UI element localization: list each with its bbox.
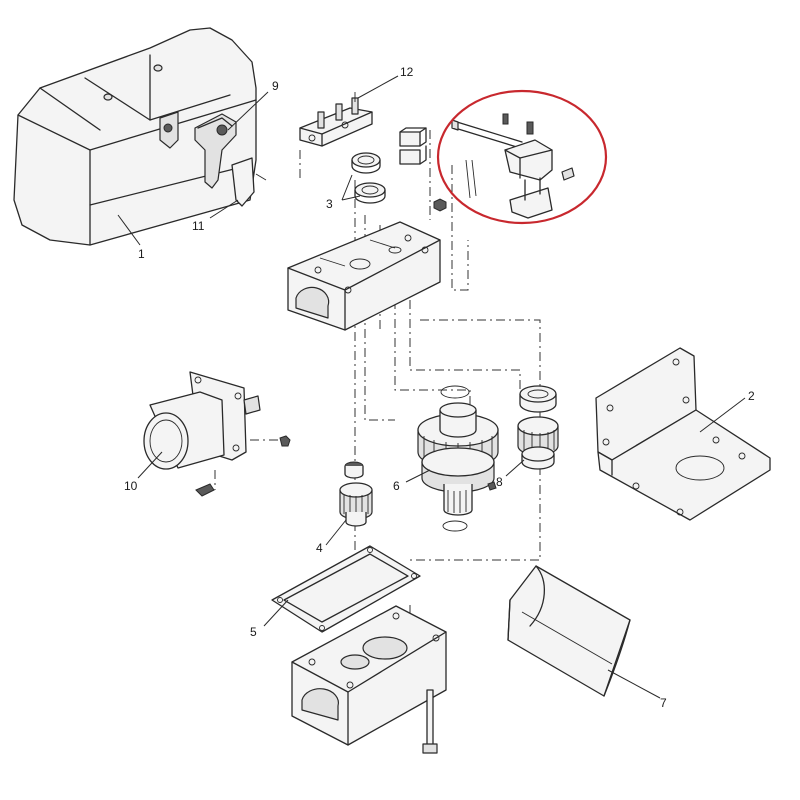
leader-lines <box>117 75 746 699</box>
part-4-pinion <box>339 461 373 527</box>
long-bolt <box>422 689 438 754</box>
callout-12: 12 <box>400 65 414 79</box>
callout-4: 4 <box>316 541 323 555</box>
part-5-gasket <box>271 545 421 633</box>
small-nut <box>433 198 447 212</box>
assembly-guide-lines <box>214 130 541 690</box>
part-9-release-handle <box>194 113 237 189</box>
callout-5: 5 <box>250 625 257 639</box>
callout-3: 3 <box>326 197 333 211</box>
callout-6: 6 <box>393 479 400 493</box>
lower-gearbox-housing <box>291 605 447 746</box>
part-8-secondary-gear <box>517 385 559 470</box>
highlight-ellipse <box>436 89 608 225</box>
callout-1: 1 <box>138 247 145 261</box>
callout-9: 9 <box>272 79 279 93</box>
callout-11: 11 <box>192 219 205 233</box>
part-6-main-gear <box>417 385 499 532</box>
callout-labels: 1 2 3 4 5 6 7 8 9 10 11 12 <box>124 65 755 710</box>
callout-10: 10 <box>124 479 138 493</box>
top-gearbox-housing <box>287 221 441 331</box>
callout-8: 8 <box>496 475 503 489</box>
part-2-mounting-bracket <box>595 347 771 521</box>
part-3-bearing-rings <box>351 152 386 204</box>
part-1-cover <box>13 27 257 246</box>
callout-2: 2 <box>748 389 755 403</box>
limit-switches <box>399 127 427 165</box>
part-12-bracket <box>299 92 373 147</box>
callout-7: 7 <box>660 696 667 710</box>
highlighted-shaft-assembly <box>436 89 608 225</box>
part-11-handle-plate <box>231 157 267 207</box>
part-10-motor <box>143 371 291 497</box>
part-7-cover-roll <box>507 565 631 697</box>
